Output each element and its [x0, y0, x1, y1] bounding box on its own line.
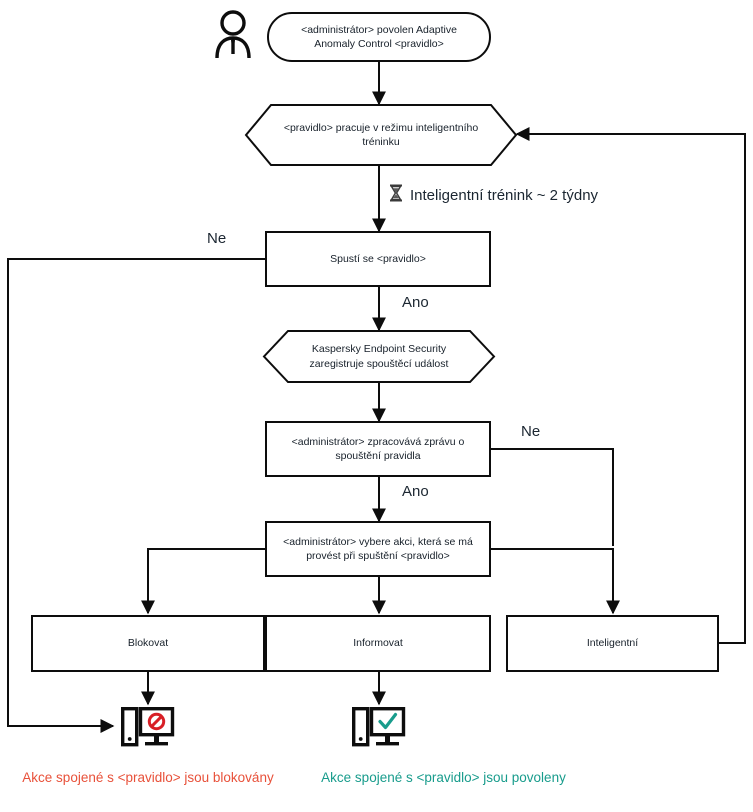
node-admin-selects-action-label: <administrátor> vybere akci, která se má… [283, 535, 473, 562]
node-admin-processes-report-label: <administrátor> zpracovává zprávu o spou… [291, 435, 465, 462]
edge-report-no [491, 448, 614, 546]
node-rule-triggers-label: Spustí se <pravidlo> [330, 252, 426, 265]
node-kes-registers-event: Kaspersky Endpoint Security zaregistruje… [262, 330, 496, 383]
edge-action-to-smart [491, 548, 620, 615]
edge-action-to-block [141, 548, 268, 615]
caption-allowed: Akce spojené s <pravidlo> jsou povoleny [296, 769, 591, 787]
node-kes-registers-event-label: Kaspersky Endpoint Security zaregistruje… [309, 343, 449, 370]
hourglass-icon [389, 184, 403, 206]
computer-allowed-icon [352, 707, 406, 751]
node-smart-training-mode-label: <pravidlo> pracuje v režimu inteligentní… [283, 121, 479, 148]
caption-blocked: Akce spojené s <pravidlo> jsou blokovány [8, 769, 288, 787]
caption-blocked-text: Akce spojené s <pravidlo> jsou blokovány [22, 770, 274, 785]
node-admin-selects-action: <administrátor> vybere akci, která se má… [265, 521, 491, 577]
node-action-inform: Informovat [265, 615, 491, 672]
timer-edge-text: Inteligentní trénink ~ 2 týdny [410, 186, 599, 204]
node-smart-training-mode: <pravidlo> pracuje v režimu inteligentní… [244, 104, 518, 166]
node-start: <administrátor> povolen Adaptive Anomaly… [267, 12, 491, 62]
node-admin-processes-report: <administrátor> zpracovává zprávu o spou… [265, 421, 491, 477]
edge-label-report-no: Ne [521, 423, 541, 440]
timer-edge-label: Inteligentní trénink ~ 2 týdny [389, 184, 598, 206]
node-rule-triggers: Spustí se <pravidlo> [265, 231, 491, 287]
computer-blocked-icon [121, 707, 175, 751]
edge-label-trigger-yes: Ano [402, 294, 429, 311]
edge-smart-loop-back [515, 127, 746, 644]
node-action-block: Blokovat [31, 615, 265, 672]
edge-label-report-yes: Ano [402, 483, 429, 500]
node-start-label: <administrátor> povolen Adaptive Anomaly… [301, 23, 457, 50]
edge-label-trigger-no: Ne [207, 230, 227, 247]
node-action-smart-label: Inteligentní [586, 637, 639, 650]
caption-allowed-text: Akce spojené s <pravidlo> jsou povoleny [321, 770, 566, 785]
node-action-smart: Inteligentní [506, 615, 719, 672]
node-action-block-label: Blokovat [127, 637, 169, 650]
node-action-inform-label: Informovat [353, 637, 403, 650]
person-icon [211, 8, 255, 60]
